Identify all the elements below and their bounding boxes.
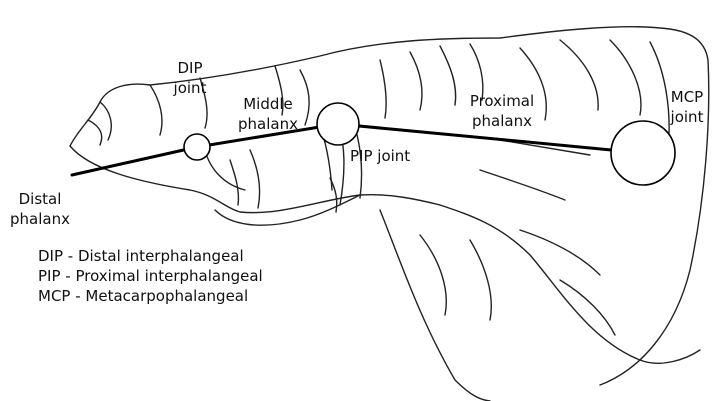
pip-joint-circle (317, 103, 359, 145)
dip-joint-circle (184, 134, 210, 160)
distal-phalanx-line (72, 147, 197, 175)
palm-lower-outline (215, 195, 360, 225)
pip-joint-label: PIP joint (350, 146, 410, 166)
abbreviation-legend: DIP - Distal interphalangeal PIP - Proxi… (38, 246, 263, 306)
thumb-outline (440, 205, 700, 363)
palm-edge (380, 210, 490, 401)
legend-item: PIP - Proximal interphalangeal (38, 266, 263, 286)
middle-phalanx-label: Middle phalanx (233, 94, 303, 134)
dip-joint-label: DIP joint (160, 58, 220, 98)
mcp-joint-label: MCP joint (662, 87, 712, 127)
proximal-phalanx-label: Proximal phalanx (457, 91, 547, 131)
legend-item: MCP - Metacarpophalangeal (38, 286, 263, 306)
distal-phalanx-label: Distal phalanx (8, 189, 72, 229)
legend-item: DIP - Distal interphalangeal (38, 246, 263, 266)
mcp-joint-circle (611, 121, 675, 185)
